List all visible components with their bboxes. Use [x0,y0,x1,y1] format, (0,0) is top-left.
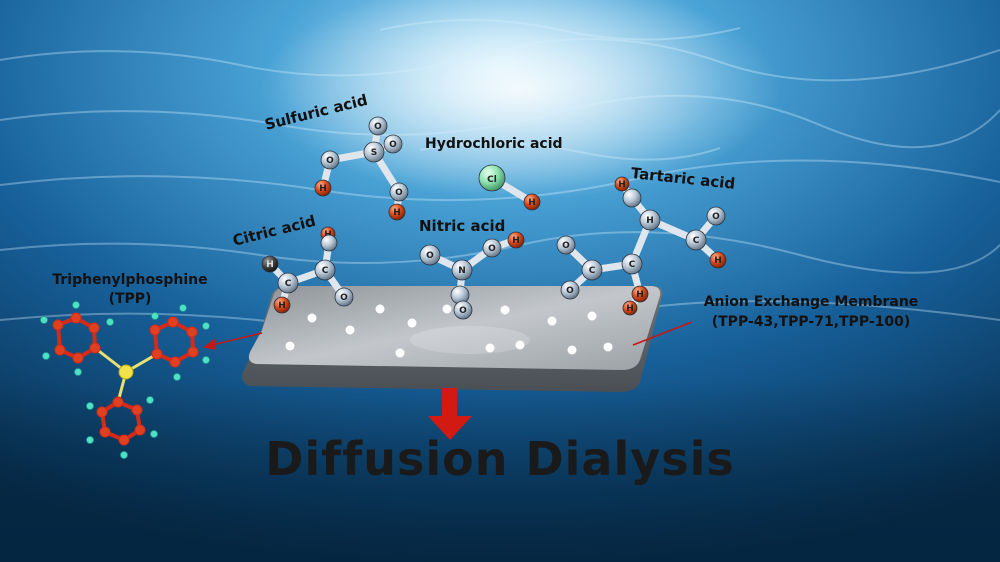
diagram-title: Diffusion Dialysis [265,432,735,486]
label-tpp-name: Triphenylphosphine [52,272,208,288]
anion-exchange-membrane [242,286,663,392]
atom-nitrogen: N [458,266,466,276]
atom-carbon: C [589,266,596,276]
atom-hydrogen: H [319,184,327,194]
atom-oxygen: O [389,140,397,150]
atom-hydrogen: H [512,236,520,246]
atom-oxygen: O [712,212,720,222]
label-tpp-abbr: (TPP) [108,291,152,307]
label-membrane: Anion Exchange Membrane (TPP-43,TPP-71,T… [686,292,936,332]
citric-acid-molecule: H C O H C H [261,226,354,314]
atom-carbon: C [629,260,636,270]
atom-oxygen: O [562,241,570,251]
atom-oxygen: O [395,188,403,198]
depth-shade [0,380,1000,562]
atom-carbon: C [693,236,700,246]
atom-hydrogen: H [266,260,274,270]
label-nitric-acid: Nitric acid [419,217,506,235]
sulfuric-acid-molecule: O O S O H O H [314,116,409,221]
atom-hydrogen: H [646,216,654,226]
membrane-pores [285,304,613,358]
hydrochloric-acid-molecule: Cl H [478,164,541,211]
pointer-arrows [203,321,693,350]
tartaric-acid-molecule: H H C O H C C O O H H [556,176,727,316]
atom-hydrogen: H [278,301,286,311]
atom-oxygen: O [566,286,574,296]
atom-sulfur: S [371,148,377,158]
atom-hydrogen: H [626,304,634,314]
wave-ripples [0,19,1000,334]
atom-hydrogen: H [393,208,401,218]
atom-oxygen: O [340,293,348,303]
label-tpp: Triphenylphosphine (TPP) [35,271,225,309]
label-membrane-name: Anion Exchange Membrane [703,294,919,310]
molecule-atoms: O O S O H O H Cl H O O H N O [261,116,727,320]
nitric-acid-molecule: O O H N O [419,231,525,320]
atom-hydrogen: H [528,198,536,208]
atom-hydrogen: H [714,256,722,266]
atom-oxygen: O [488,244,496,254]
diffusion-arrow-icon [428,388,472,440]
label-membrane-types: (TPP-43,TPP-71,TPP-100) [711,314,911,330]
atom-chlorine: Cl [487,175,497,185]
triphenylphosphine-molecule [40,301,210,459]
atom-carbon: C [285,279,292,289]
atom-oxygen: O [326,156,334,166]
atom-oxygen: O [459,306,467,316]
atom-hydrogen: H [618,180,626,190]
atom-oxygen: O [374,122,382,132]
atom-carbon: C [322,266,329,276]
atom-oxygen: O [426,251,434,261]
label-hydrochloric-acid: Hydrochloric acid [425,136,563,152]
atom-hydrogen: H [636,290,644,300]
